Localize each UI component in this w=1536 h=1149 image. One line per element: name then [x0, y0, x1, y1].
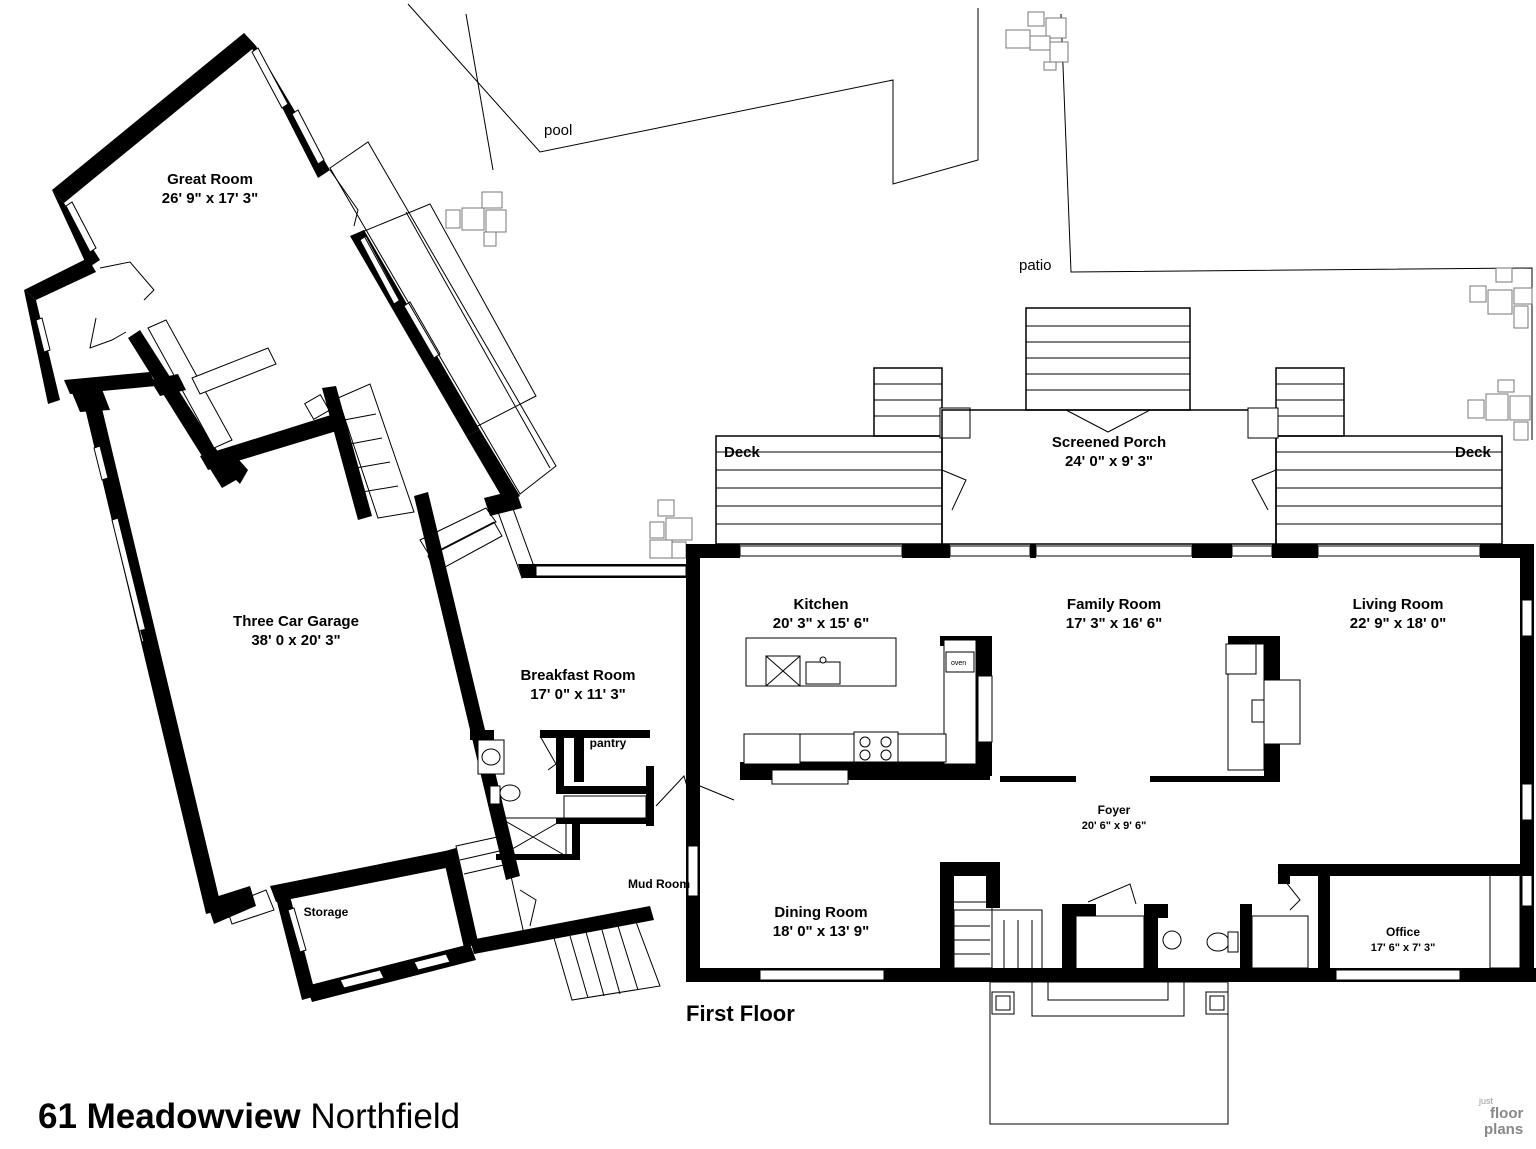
breakfast-room-dims: 17' 0" x 11' 3" [530, 686, 626, 703]
living-room-name: Living Room [1353, 596, 1444, 613]
patio-label: patio [1019, 257, 1052, 274]
brand-logo: just floor plans [1476, 1092, 1532, 1138]
great-room-wing [24, 33, 557, 579]
great-room-name: Great Room [167, 171, 253, 188]
family-room-name: Family Room [1067, 596, 1161, 613]
address-number-street: 61 Meadowview [38, 1097, 301, 1136]
logo-line-2: floor [1490, 1105, 1523, 1122]
right-deck [1247, 367, 1503, 545]
floor-title: First Floor [686, 1001, 795, 1026]
family-room-dims: 17' 3" x 16' 6" [1066, 615, 1162, 632]
pantry-name: pantry [590, 736, 627, 750]
foyer-dims: 20' 6" x 9' 6" [1082, 820, 1147, 832]
mud-room-name: Mud Room [628, 877, 690, 891]
kitchen-dims: 20' 3" x 15' 6" [773, 615, 869, 632]
right-deck-name: Deck [1455, 444, 1492, 461]
garage-dims: 38' 0 x 20' 3" [251, 632, 340, 649]
dining-room-name: Dining Room [774, 904, 867, 921]
office-dims: 17' 6" x 7' 3" [1371, 942, 1436, 954]
front-entry [953, 883, 1229, 1125]
door-swings [519, 469, 1301, 927]
kitchen-name: Kitchen [793, 596, 848, 613]
storage-name: Storage [304, 905, 349, 919]
kitchen-fixtures: oven [743, 637, 993, 785]
logo-line-3: plans [1484, 1121, 1523, 1138]
office-name: Office [1386, 925, 1420, 939]
foyer-name: Foyer [1098, 803, 1131, 817]
left-deck-name: Deck [724, 444, 761, 461]
fireplace-builtin [1225, 643, 1301, 771]
living-room-dims: 22' 9" x 18' 0" [1350, 615, 1446, 632]
oven-label: oven [951, 660, 966, 667]
stepping-stones [445, 11, 1533, 559]
garage-walls [84, 383, 661, 1002]
garage-name: Three Car Garage [233, 613, 359, 630]
screened-porch-name: Screened Porch [1052, 434, 1166, 451]
property-address: 61 Meadowview Northfield [38, 1097, 460, 1137]
address-town: Northfield [310, 1097, 461, 1136]
dining-room-dims: 18' 0" x 13' 9" [773, 923, 869, 940]
bath-fixtures [477, 739, 1309, 969]
pool-label: pool [544, 122, 572, 139]
screened-porch-dims: 24' 0" x 9' 3" [1065, 453, 1153, 470]
logo-line-1: just [1478, 1096, 1494, 1106]
patio-outline [1060, 13, 1533, 440]
great-room-dims: 26' 9" x 17' 3" [162, 190, 258, 207]
breakfast-room-name: Breakfast Room [520, 667, 635, 684]
screened-porch [941, 307, 1277, 545]
pool-outline [407, 3, 979, 185]
